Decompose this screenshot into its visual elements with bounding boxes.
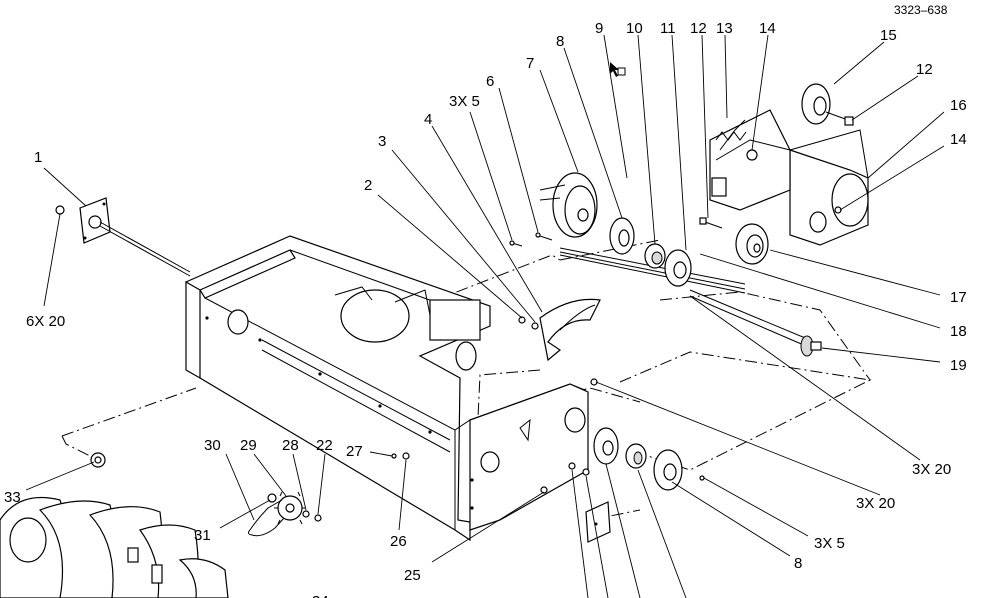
callout-26: 26 bbox=[390, 533, 407, 550]
callout-25: 25 bbox=[404, 567, 421, 584]
part-8-flange-lower bbox=[653, 449, 683, 491]
callout-28: 28 bbox=[282, 437, 299, 454]
part-1-bracket bbox=[79, 197, 191, 277]
part-12-bolt-right bbox=[844, 116, 854, 126]
callout-8-upper: 8 bbox=[556, 33, 564, 50]
callout-16: 16 bbox=[950, 97, 967, 114]
assembly-guide-lines bbox=[61, 239, 872, 521]
part-washer-lower bbox=[568, 462, 590, 476]
callout-14-upper: 14 bbox=[759, 20, 776, 37]
part-2-bolt bbox=[518, 316, 526, 324]
cursor-arrow-icon bbox=[610, 62, 626, 77]
part-6x20-bolt bbox=[55, 205, 65, 215]
part-29-sprocket bbox=[274, 491, 306, 525]
callout-8-lower: 8 bbox=[794, 555, 802, 572]
auger-housing-frame bbox=[185, 235, 589, 542]
callout-11: 11 bbox=[660, 20, 676, 37]
part-28-washer bbox=[302, 510, 310, 518]
callout-7: 7 bbox=[526, 55, 534, 72]
callout-9: 9 bbox=[595, 20, 603, 37]
part-13-spring-arm bbox=[709, 109, 791, 211]
drawing-number: 3323–638 bbox=[894, 3, 948, 17]
callout-30: 30 bbox=[204, 437, 221, 454]
callout-33: 33 bbox=[4, 489, 21, 506]
part-16-housing-bracket bbox=[789, 129, 869, 246]
callout-34: 34 bbox=[312, 593, 329, 598]
auger-housing-shell bbox=[0, 496, 229, 598]
part-14-nut bbox=[834, 206, 842, 214]
callout-6x20: 6X 20 bbox=[26, 313, 65, 330]
part-4-belt-guard bbox=[539, 298, 601, 362]
callout-12-right: 12 bbox=[916, 61, 933, 78]
callout-19: 19 bbox=[950, 357, 967, 374]
callout-13: 13 bbox=[716, 20, 733, 37]
callout-14-right: 14 bbox=[950, 131, 967, 148]
part-3x5-bolt-lower bbox=[699, 475, 705, 481]
callout-31: 31 bbox=[194, 527, 211, 544]
part-6-bolt bbox=[535, 232, 553, 241]
callout-12-upper: 12 bbox=[690, 20, 707, 37]
callout-2: 2 bbox=[364, 177, 372, 194]
callout-29: 29 bbox=[240, 437, 257, 454]
part-11-flange bbox=[664, 249, 692, 287]
part-19-shaft bbox=[689, 289, 822, 357]
callout-17: 17 bbox=[950, 289, 967, 306]
part-27-bolt bbox=[391, 453, 397, 459]
part-flange-lower-left bbox=[593, 427, 619, 465]
part-17-idler-pulley bbox=[735, 223, 769, 265]
part-30-chain bbox=[247, 499, 285, 537]
part-33-bearing bbox=[90, 452, 106, 468]
callout-3x5-lower: 3X 5 bbox=[814, 535, 845, 552]
part-3-washer bbox=[531, 322, 539, 330]
callout-27: 27 bbox=[346, 443, 363, 460]
part-3x5-bolt-upper bbox=[509, 240, 523, 247]
callout-15: 15 bbox=[880, 27, 897, 44]
callout-3x20-right: 3X 20 bbox=[912, 461, 951, 478]
callout-6: 6 bbox=[486, 73, 494, 90]
callout-labels: 1 6X 20 2 3 4 3X 5 6 7 8 9 10 11 12 13 1… bbox=[4, 20, 967, 598]
callout-1: 1 bbox=[34, 149, 42, 166]
part-12-bolt-left bbox=[699, 217, 723, 229]
callout-4: 4 bbox=[424, 111, 432, 128]
part-bracket-plate-lower bbox=[585, 501, 611, 543]
part-26-nut bbox=[402, 452, 410, 460]
callout-3: 3 bbox=[378, 133, 386, 150]
leader-lines bbox=[25, 34, 945, 598]
part-22-nut bbox=[314, 514, 322, 522]
callout-10: 10 bbox=[626, 20, 643, 37]
callout-3x5-upper: 3X 5 bbox=[449, 93, 480, 110]
part-bearing-lower bbox=[625, 443, 647, 469]
part-10-bearing-upper bbox=[644, 243, 666, 269]
part-8-flange-upper bbox=[609, 217, 635, 255]
part-15-pulley bbox=[801, 83, 849, 125]
part-25-bolt bbox=[540, 486, 548, 494]
callout-22: 22 bbox=[316, 437, 333, 454]
part-7-pulley bbox=[539, 172, 598, 238]
callout-3x20-lower: 3X 20 bbox=[856, 495, 895, 512]
callout-18: 18 bbox=[950, 323, 967, 340]
